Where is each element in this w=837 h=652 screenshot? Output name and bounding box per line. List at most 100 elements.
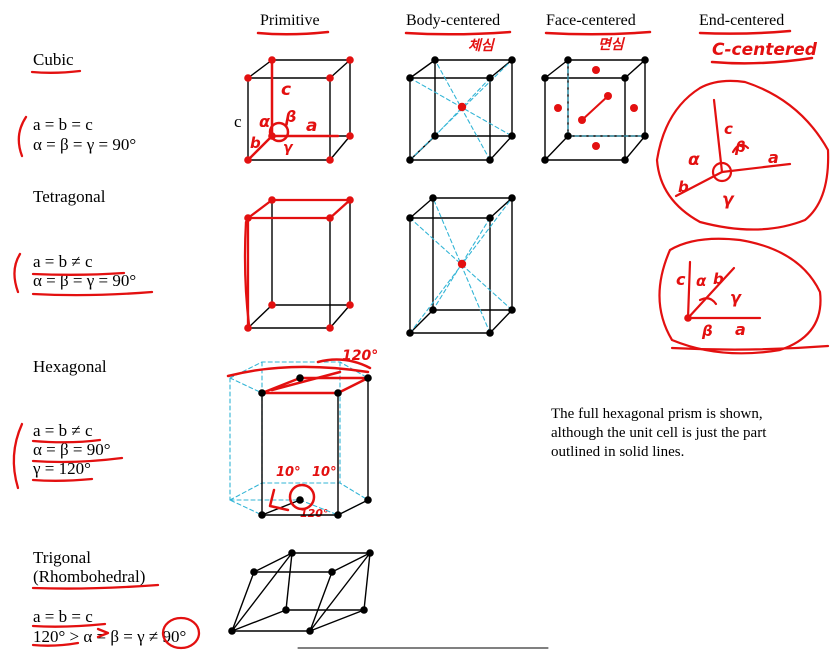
cubic-beta-label: β — [285, 107, 297, 126]
atom — [406, 156, 414, 164]
atom — [306, 627, 314, 635]
header-body-centered: Body-centered — [406, 12, 501, 29]
end-centered-sketch-2 — [658, 237, 830, 355]
cubic-fcc-hidden-lines — [567, 59, 646, 137]
cubic-alpha-label: α — [259, 112, 270, 131]
atom — [364, 496, 372, 504]
atom — [244, 214, 252, 222]
header-end-centered: End-centered — [699, 12, 785, 29]
system-trigonal-name2: (Rhombohedral) — [33, 567, 146, 586]
sketch2-b-label: b — [713, 270, 724, 288]
atom — [326, 74, 334, 82]
system-cubic-line2: α = β = γ = 90° — [33, 135, 137, 154]
atom — [486, 74, 494, 82]
cubic-axis-c-label: c — [281, 80, 292, 100]
cubic-bcc-atoms — [406, 56, 516, 164]
sketch2-c-label: c — [676, 270, 686, 289]
face-atom — [554, 104, 562, 112]
atom — [621, 156, 629, 164]
cubic-fcc-atoms — [541, 56, 649, 164]
header-underlines — [256, 29, 814, 65]
cube-axis-label: c — [234, 112, 242, 131]
hexagonal-red-marks — [226, 358, 372, 512]
tetragonal-red-marks — [243, 198, 352, 330]
trigonal-atoms — [228, 549, 374, 635]
handwritten-body-centered-note: 체심 — [468, 38, 494, 54]
atom — [326, 214, 334, 222]
sketch1-c-label: c — [724, 120, 733, 138]
atom — [296, 496, 304, 504]
atom — [268, 196, 276, 204]
atom — [429, 306, 437, 314]
hexagonal-atoms — [258, 374, 372, 519]
atom — [621, 74, 629, 82]
atom — [486, 329, 494, 337]
atom — [228, 627, 236, 635]
tetragonal-primitive-atoms — [244, 196, 354, 332]
atom — [334, 511, 342, 519]
system-trigonal-name: Trigonal — [33, 548, 91, 567]
system-hexagonal-line3: γ = 120° — [33, 459, 91, 478]
fcc-red-mark — [581, 95, 609, 121]
text-annotations — [12, 69, 201, 650]
atom — [244, 324, 252, 332]
system-tetragonal-name: Tetragonal — [33, 187, 106, 206]
sketch2-gamma-label: γ — [730, 288, 741, 307]
sketch1-b-label: b — [678, 178, 689, 196]
atom — [508, 194, 516, 202]
atom — [346, 56, 354, 64]
hexagonal-note: The full hexagonal prism is shown, altho… — [551, 406, 767, 460]
header-face-centered: Face-centered — [546, 12, 636, 29]
handwritten-angle-120-bottom: 120° — [300, 507, 329, 520]
atom — [641, 56, 649, 64]
atom — [288, 549, 296, 557]
atom — [346, 196, 354, 204]
system-trigonal-line1: a = b = c — [33, 607, 93, 626]
center-atom — [457, 259, 467, 269]
sketch1-alpha-label: α — [688, 150, 700, 170]
sketch2-beta-label: β — [702, 322, 713, 340]
system-trigonal-line2: 120° > α = β = γ ≠ 90° — [33, 627, 187, 646]
sketch2-alpha-label: α — [696, 272, 707, 290]
face-atom — [630, 104, 638, 112]
atom — [360, 606, 368, 614]
sketch2-a-label: a — [735, 320, 746, 339]
atom — [564, 56, 572, 64]
system-tetragonal-line1: a = b ≠ c — [33, 252, 93, 271]
header-primitive: Primitive — [260, 12, 320, 29]
center-atom — [457, 102, 467, 112]
tetragonal-bcc-atoms — [406, 194, 516, 337]
system-hexagonal-name: Hexagonal — [33, 357, 107, 376]
atom — [346, 132, 354, 140]
atom — [244, 74, 252, 82]
cubic-gamma-label: γ — [283, 140, 293, 156]
atom — [431, 56, 439, 64]
cubic-axis-b-label: b — [250, 134, 261, 152]
system-hexagonal-line1: a = b ≠ c — [33, 421, 93, 440]
sketch1-beta-label: β — [735, 138, 746, 156]
atom — [564, 132, 572, 140]
atom — [282, 606, 290, 614]
atom — [258, 389, 266, 397]
atom — [268, 301, 276, 309]
atom — [296, 374, 304, 382]
atom — [486, 214, 494, 222]
atom — [326, 324, 334, 332]
atom — [541, 156, 549, 164]
atom — [258, 511, 266, 519]
handwritten-face-centered-note: 면심 — [598, 37, 624, 53]
atom — [334, 389, 342, 397]
end-centered-sketch-1 — [655, 79, 830, 231]
atom — [250, 568, 258, 576]
atom — [541, 74, 549, 82]
atom — [508, 306, 516, 314]
atom — [366, 549, 374, 557]
face-atom — [592, 142, 600, 150]
face-atom — [592, 66, 600, 74]
atom — [406, 214, 414, 222]
sketch1-a-label: a — [768, 148, 779, 167]
hexagonal-hidden-lines — [229, 361, 369, 516]
tetragonal-primitive-cell — [247, 199, 351, 329]
atom — [406, 74, 414, 82]
